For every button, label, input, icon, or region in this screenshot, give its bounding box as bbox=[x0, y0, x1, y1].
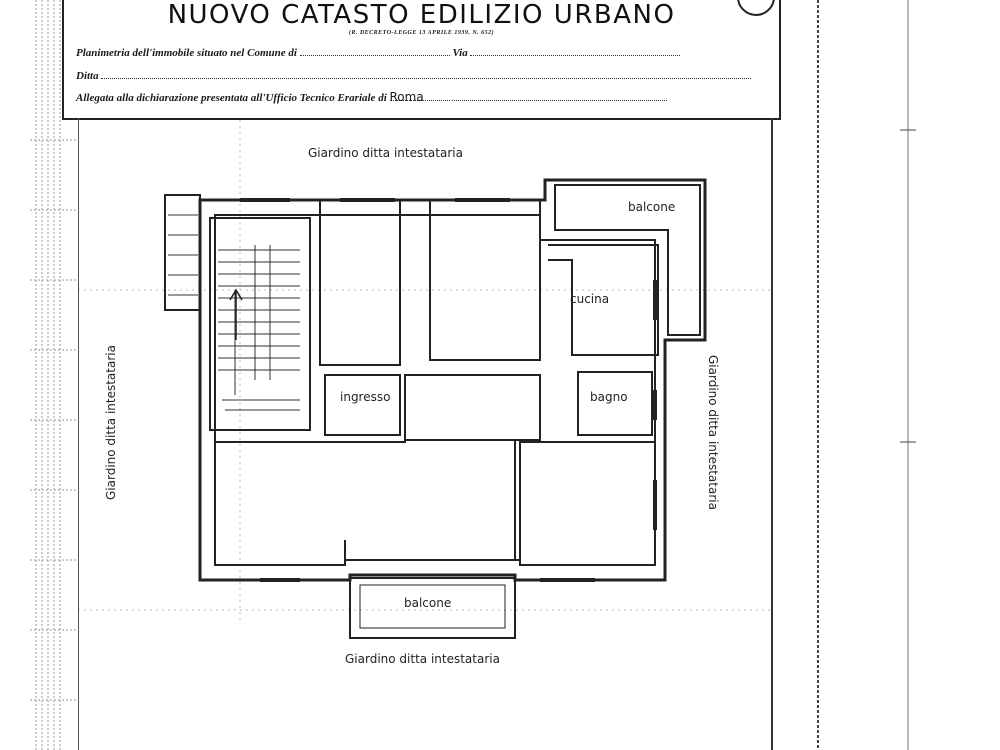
stair-block bbox=[164, 194, 201, 311]
form-row-comune: Planimetria dell'immobile situato nel Co… bbox=[76, 45, 681, 59]
ufficio-label: Allegata alla dichiarazione presentata a… bbox=[76, 92, 387, 104]
garden-label-top: Giardino ditta intestataria bbox=[308, 146, 463, 160]
entrance-label: ingresso bbox=[340, 390, 391, 404]
room-top-2 bbox=[429, 200, 541, 361]
bottom-balcony bbox=[349, 577, 516, 639]
comune-label: Planimetria dell'immobile situato nel Co… bbox=[76, 47, 297, 59]
garden-label-bottom: Giardino ditta intestataria bbox=[345, 652, 500, 666]
kitchen-label: cucina bbox=[570, 292, 610, 306]
via-label: Via bbox=[452, 47, 468, 59]
ufficio-field: Roma bbox=[389, 90, 450, 104]
garden-label-left: Giardino ditta intestataria bbox=[104, 345, 118, 500]
form-row-ufficio: Allegata alla dichiarazione presentata a… bbox=[76, 90, 668, 104]
hall bbox=[404, 374, 541, 441]
via-field bbox=[470, 45, 681, 56]
balcony-label-bottom: balcone bbox=[404, 596, 452, 610]
entrance-room bbox=[324, 374, 401, 436]
kitchen-room bbox=[548, 244, 659, 356]
plan-frame bbox=[78, 118, 773, 750]
bathroom-label: bagno bbox=[590, 390, 628, 404]
outer-wall-inner bbox=[214, 214, 656, 566]
comune-field bbox=[299, 45, 450, 56]
bathroom-room bbox=[577, 371, 653, 436]
stair-treads bbox=[168, 214, 300, 411]
form-row-ditta: Ditta bbox=[76, 68, 752, 82]
stair-room bbox=[209, 217, 311, 431]
cadastre-header: NUOVO CATASTO EDILIZIO URBANO (R. DECRET… bbox=[62, 0, 781, 120]
bottom-balcony-inner bbox=[359, 584, 506, 629]
document-title: NUOVO CATASTO EDILIZIO URBANO bbox=[167, 0, 676, 30]
decree-reference: (R. DECRETO-LEGGE 13 APRILE 1939, N. 652… bbox=[348, 30, 495, 36]
ufficio-value: Roma bbox=[389, 90, 424, 104]
top-balcony bbox=[554, 184, 701, 336]
room-bottom-left bbox=[215, 439, 516, 561]
balcony-label-top: balcone bbox=[628, 200, 676, 214]
garden-label-right: Giardino ditta intestataria bbox=[706, 355, 720, 510]
window-marks bbox=[240, 198, 657, 582]
room-bottom-right bbox=[519, 441, 656, 566]
ditta-field bbox=[101, 68, 752, 79]
ufficio-field-rest bbox=[452, 90, 668, 101]
room-top-1 bbox=[319, 200, 401, 366]
stair-arrow-icon bbox=[229, 288, 243, 340]
ditta-label: Ditta bbox=[76, 70, 99, 82]
